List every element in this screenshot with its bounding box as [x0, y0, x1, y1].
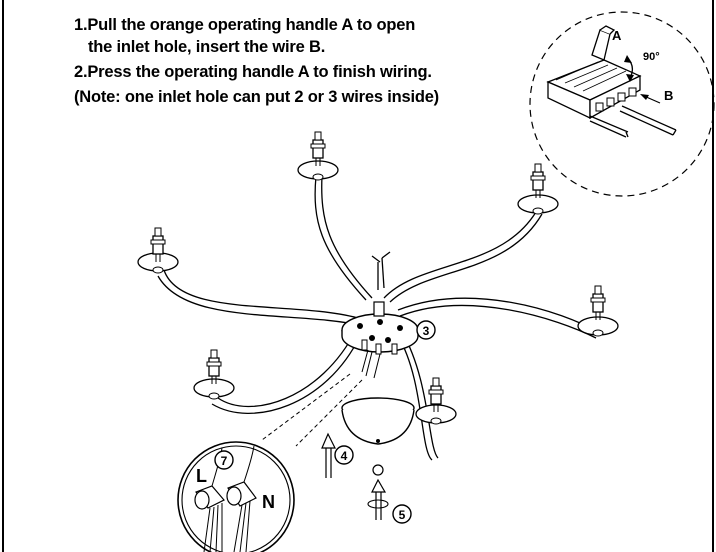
svg-text:5: 5 [399, 508, 406, 522]
lift-arrow [321, 432, 336, 478]
lever-connector [546, 25, 642, 120]
instruction-line-3: 2.Press the operating handle A to finish… [74, 63, 432, 81]
step-7-label: 7 [221, 454, 228, 468]
screw-arrow [367, 478, 389, 520]
wire-label-b: B [664, 88, 673, 103]
canopy [341, 397, 415, 476]
mounting-plate [341, 301, 419, 379]
instruction-line-1: 1.Pull the orange operating handle A to … [74, 16, 416, 34]
instruction-line-2: the inlet hole, insert the wire B. [88, 38, 326, 56]
angle-label: 90° [643, 51, 660, 63]
bulb-holders [137, 131, 619, 425]
frame-left-border [2, 0, 4, 552]
step-5-marker: 5 [392, 504, 412, 524]
live-wire-label: L [196, 466, 207, 486]
frame-right-border [712, 0, 714, 552]
connector-detail: A 90° B [529, 11, 715, 197]
svg-text:4: 4 [341, 449, 348, 463]
handle-label-a: A [612, 28, 622, 43]
neutral-wire-label: N [262, 492, 275, 512]
instruction-line-4: (Note: one inlet hole can put 2 or 3 wir… [74, 88, 439, 106]
step-3-marker: 3 [416, 320, 436, 340]
step-4-marker: 4 [334, 445, 354, 465]
svg-text:3: 3 [423, 324, 430, 338]
wire-zoom-detail: 7 L N [177, 441, 295, 552]
